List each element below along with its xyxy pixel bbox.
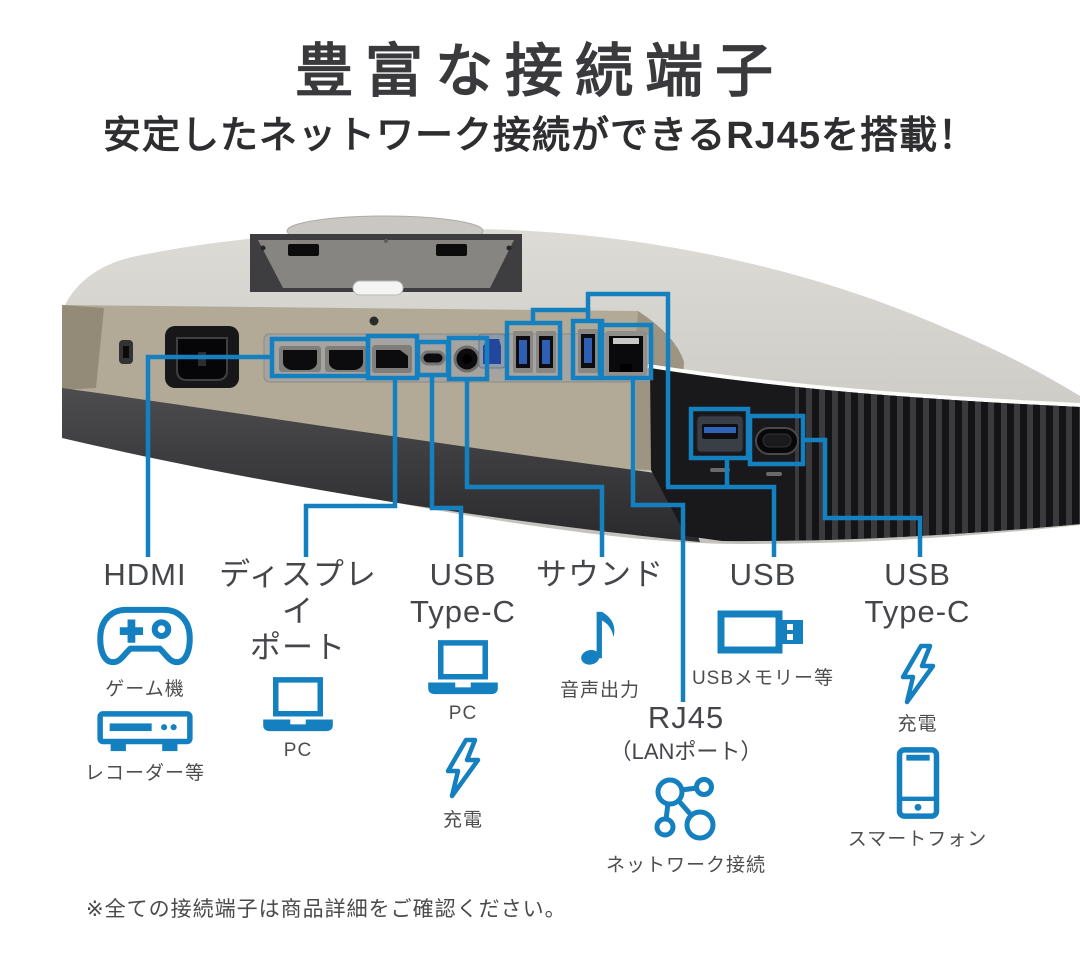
- callout-usb: USB USBメモリー等: [688, 557, 838, 690]
- usb-c-rear-callout-box: [415, 339, 451, 378]
- rj45-sublabel: （LANポート）: [609, 738, 763, 764]
- quick-usb-a-callout-box: [688, 406, 751, 461]
- callout-usb-type-c-side: USB Type-C 充電 スマートフォン: [840, 557, 995, 851]
- displayport-label: ディスプレイ: [219, 557, 377, 629]
- callout-usb-type-c-rear: USB Type-C PC 充電: [383, 557, 543, 832]
- video-recorder-icon: [97, 711, 193, 751]
- hdmi-callout-line: [145, 354, 272, 557]
- footnote: ※全ての接続端子は商品詳細をご確認ください。: [86, 898, 567, 921]
- lightning-icon: [898, 643, 938, 705]
- sound-label: サウンド: [536, 557, 664, 592]
- stand-mount-recess: [250, 234, 522, 296]
- rj45-port: [605, 331, 647, 376]
- lightning-icon: [443, 737, 483, 799]
- music-note-icon: [581, 611, 615, 665]
- usb-memory-icon: [717, 607, 803, 657]
- hdmi-ports: [279, 346, 367, 372]
- usb-a-pair-callout-box: [504, 320, 563, 381]
- hdmi-label: HDMI: [103, 557, 187, 592]
- displayport-port: [372, 345, 412, 373]
- rj45-device-caption: ネットワーク接続: [605, 854, 766, 876]
- usb-type-c-side-device-caption: 充電: [897, 714, 938, 736]
- audio-callout-box: [446, 335, 490, 382]
- displayport-label-line2: ポート: [250, 630, 346, 666]
- usb-type-c-rear-label: USB: [429, 557, 497, 592]
- page-subtitle: 安定したネットワーク接続ができるRJ45を搭載！: [102, 115, 978, 157]
- rj45-label: RJ45: [647, 700, 725, 735]
- screw-hole: [369, 316, 379, 326]
- stand-release-button: [352, 280, 404, 296]
- page-title: 豊富な接続端子: [294, 39, 785, 104]
- callout-sound: サウンド 音声出力: [525, 557, 675, 702]
- power-inlet-port: [165, 326, 239, 388]
- quick-access-usb-a-port: [696, 415, 744, 472]
- port-plate: [263, 333, 655, 383]
- callout-rj45: RJ45 （LANポート） ネットワーク接続: [601, 700, 771, 877]
- quick-usb-c-callout-box: [747, 413, 806, 467]
- displayport-device-caption: PC: [283, 739, 313, 761]
- quick-usb-c-callout-line: [803, 437, 923, 557]
- audio-jack-port: [453, 345, 481, 373]
- laptop-icon: [428, 640, 498, 695]
- usb-type-c-side-label-line2: Type-C: [864, 593, 971, 629]
- usb-bracket-inner-line: [530, 307, 591, 323]
- usb-type-c-side-label: USB: [884, 557, 951, 592]
- hdmi-device-caption: ゲーム機: [105, 678, 185, 700]
- usb-c-rear-callout-line: [429, 375, 464, 557]
- game-controller-icon: [96, 604, 194, 668]
- usb-c-rear-port: [420, 350, 446, 366]
- stand-column-base: [286, 215, 484, 247]
- quick-access-usb-c-port: [755, 427, 799, 476]
- smartphone-icon: [896, 747, 940, 819]
- usb-bracket-outer-line: [585, 291, 671, 487]
- hdmi-callout-box: [269, 336, 371, 379]
- callout-displayport: ディスプレイ ポート PC: [208, 557, 388, 762]
- usb-type-c-side-device-caption: スマートフォン: [847, 829, 988, 851]
- usb-type-c-rear-device-caption: PC: [448, 703, 478, 725]
- usb-b-upstream-port: [478, 333, 506, 369]
- usb-device-caption: USBメモリー等: [691, 667, 835, 689]
- audio-callout-line: [464, 379, 605, 557]
- monitor-underside: [62, 388, 700, 542]
- usb-a-single-callout-box: [570, 318, 605, 381]
- sound-device-caption: 音声出力: [559, 679, 640, 701]
- usb-type-c-rear-device-caption: 充電: [442, 810, 483, 832]
- side-vent-strip: [647, 364, 1080, 542]
- callout-hdmi: HDMI ゲーム機 レコーダー等: [70, 557, 220, 785]
- hdmi-device-caption: レコーダー等: [84, 762, 205, 784]
- usb-callout-line: [666, 484, 777, 557]
- callout-boxes: [269, 318, 806, 467]
- usb-a-ports: [513, 329, 598, 373]
- port-strip: [62, 305, 684, 472]
- network-icon: [653, 775, 719, 843]
- rj45-callout-box: [597, 322, 654, 381]
- monitor-body: [62, 215, 1080, 545]
- laptop-icon: [263, 677, 333, 731]
- usb-type-c-rear-label-line2: Type-C: [410, 593, 516, 629]
- displayport-callout-line: [303, 378, 398, 557]
- kensington-lock-slot: [119, 340, 133, 364]
- usb-label: USB: [729, 557, 797, 592]
- displayport-callout-box: [365, 333, 420, 381]
